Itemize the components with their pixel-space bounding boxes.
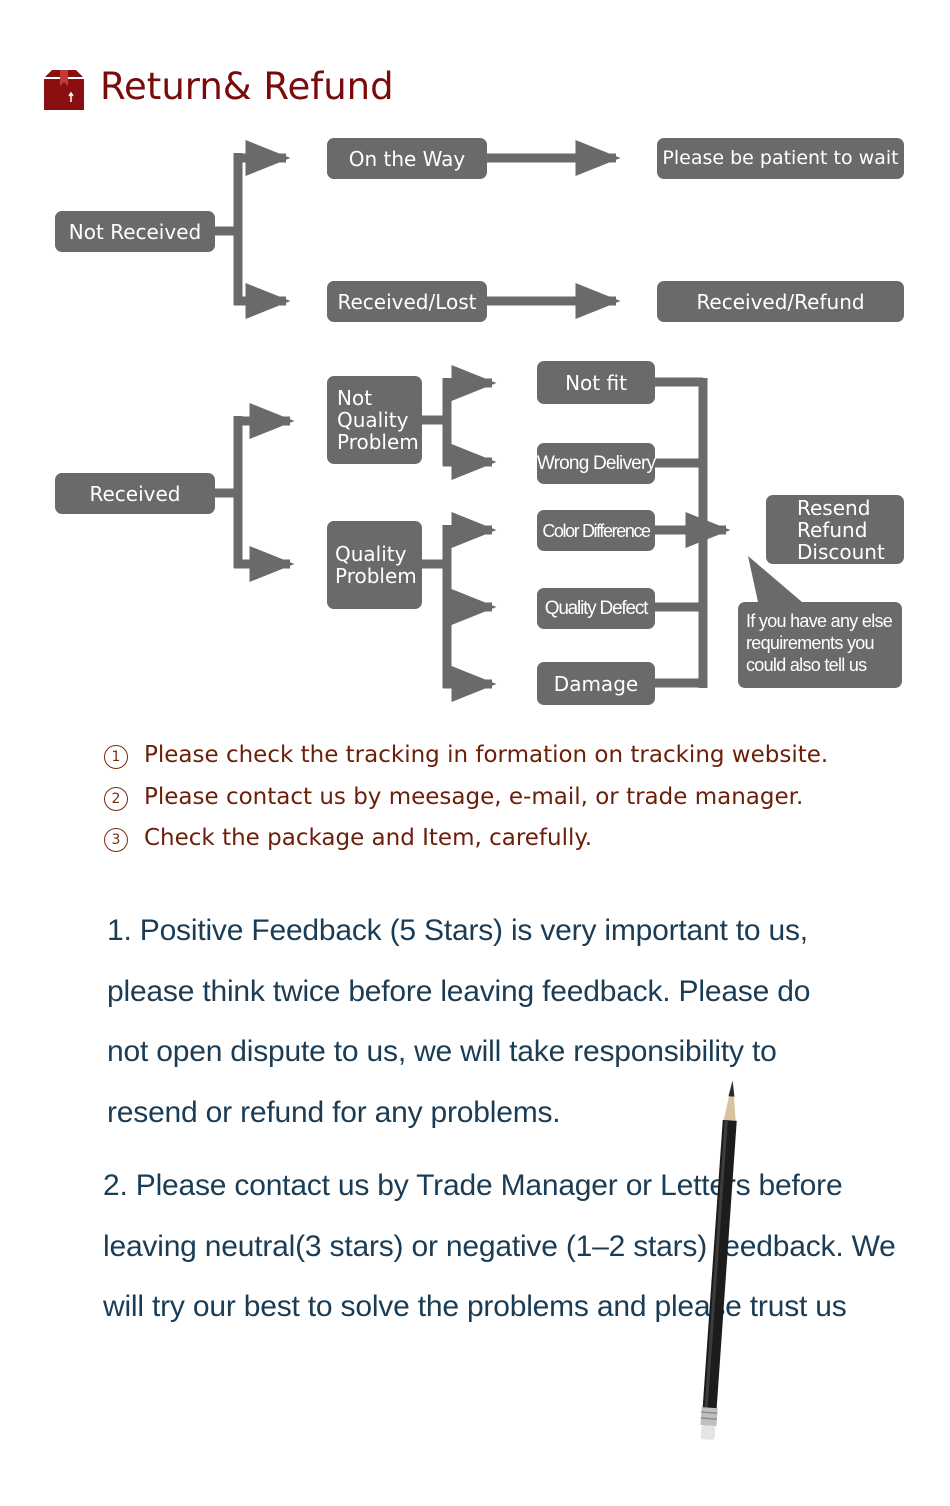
- quality-problem-box: Quality Problem: [327, 521, 422, 609]
- paragraph-2-line-2: leaving neutral(3 stars) or negative (1–…: [103, 1229, 896, 1263]
- step-number: 1: [104, 745, 128, 769]
- note-line-2: requirements you: [746, 633, 875, 653]
- not-quality-problem-line-1: Not: [337, 386, 373, 410]
- received-box: Received: [55, 473, 215, 514]
- not-fit-box: Not fit: [537, 361, 655, 404]
- paragraph-2-line-3: will try our best to solve the problems …: [103, 1290, 847, 1323]
- solutions-box: Resend Refund Discount: [766, 495, 904, 564]
- step-number: 2: [104, 786, 128, 811]
- not-quality-problem-box: Not Quality Problem: [327, 376, 422, 464]
- note-line-1: If you have any else: [746, 611, 893, 631]
- not-quality-problem-line-3: Problem: [337, 430, 419, 454]
- received-lost-box: Received/Lost: [327, 281, 487, 322]
- flowchart-connectors: [214, 140, 802, 702]
- not-quality-problem-line-2: Quality: [337, 408, 409, 432]
- step-number: 3: [104, 828, 128, 852]
- quality-problem-line-1: Quality: [335, 542, 407, 566]
- paragraph-2-line-1: 2. Please contact us by Trade Manager or…: [103, 1169, 843, 1202]
- solution-refund: Refund: [797, 517, 868, 542]
- paragraph-1-line-2: please think twice before leaving feedba…: [107, 974, 811, 1008]
- package-box-icon: [44, 70, 84, 110]
- quality-defect-box: Quality Defect: [537, 588, 655, 629]
- step-text: Check the package and Item, carefully.: [144, 825, 593, 851]
- note-line-3: could also tell us: [746, 655, 867, 675]
- please-wait-box: Please be patient to wait: [657, 138, 904, 179]
- damage-box: Damage: [537, 662, 655, 705]
- paragraph-1-line-1: 1. Positive Feedback (5 Stars) is very i…: [107, 914, 808, 947]
- feedback-paragraph-2: 2. Please contact us by Trade Manager or…: [103, 1156, 896, 1338]
- not-received-box: Not Received: [55, 211, 215, 252]
- solution-resend: Resend: [797, 495, 871, 520]
- step-text: Please contact us by meesage, e-mail, or…: [144, 783, 804, 810]
- solution-discount: Discount: [797, 539, 885, 564]
- received-refund-box: Received/Refund: [657, 281, 904, 322]
- color-difference-box: Color Difference: [537, 510, 655, 551]
- quality-problem-line-2: Problem: [335, 564, 417, 588]
- paragraph-1-line-3: not open dispute to us, we will take res…: [107, 1035, 777, 1068]
- step-text: Please check the tracking in formation o…: [144, 742, 829, 768]
- requirements-note: If you have any else requirements you co…: [738, 602, 902, 688]
- wrong-delivery-box: Wrong Delivery: [537, 443, 656, 484]
- feedback-paragraph-1: 1. Positive Feedback (5 Stars) is very i…: [107, 901, 810, 1143]
- paragraph-1-line-4: resend or refund for any problems.: [107, 1095, 561, 1129]
- on-the-way-box: On the Way: [327, 138, 487, 179]
- page-title: Return& Refund: [100, 65, 394, 108]
